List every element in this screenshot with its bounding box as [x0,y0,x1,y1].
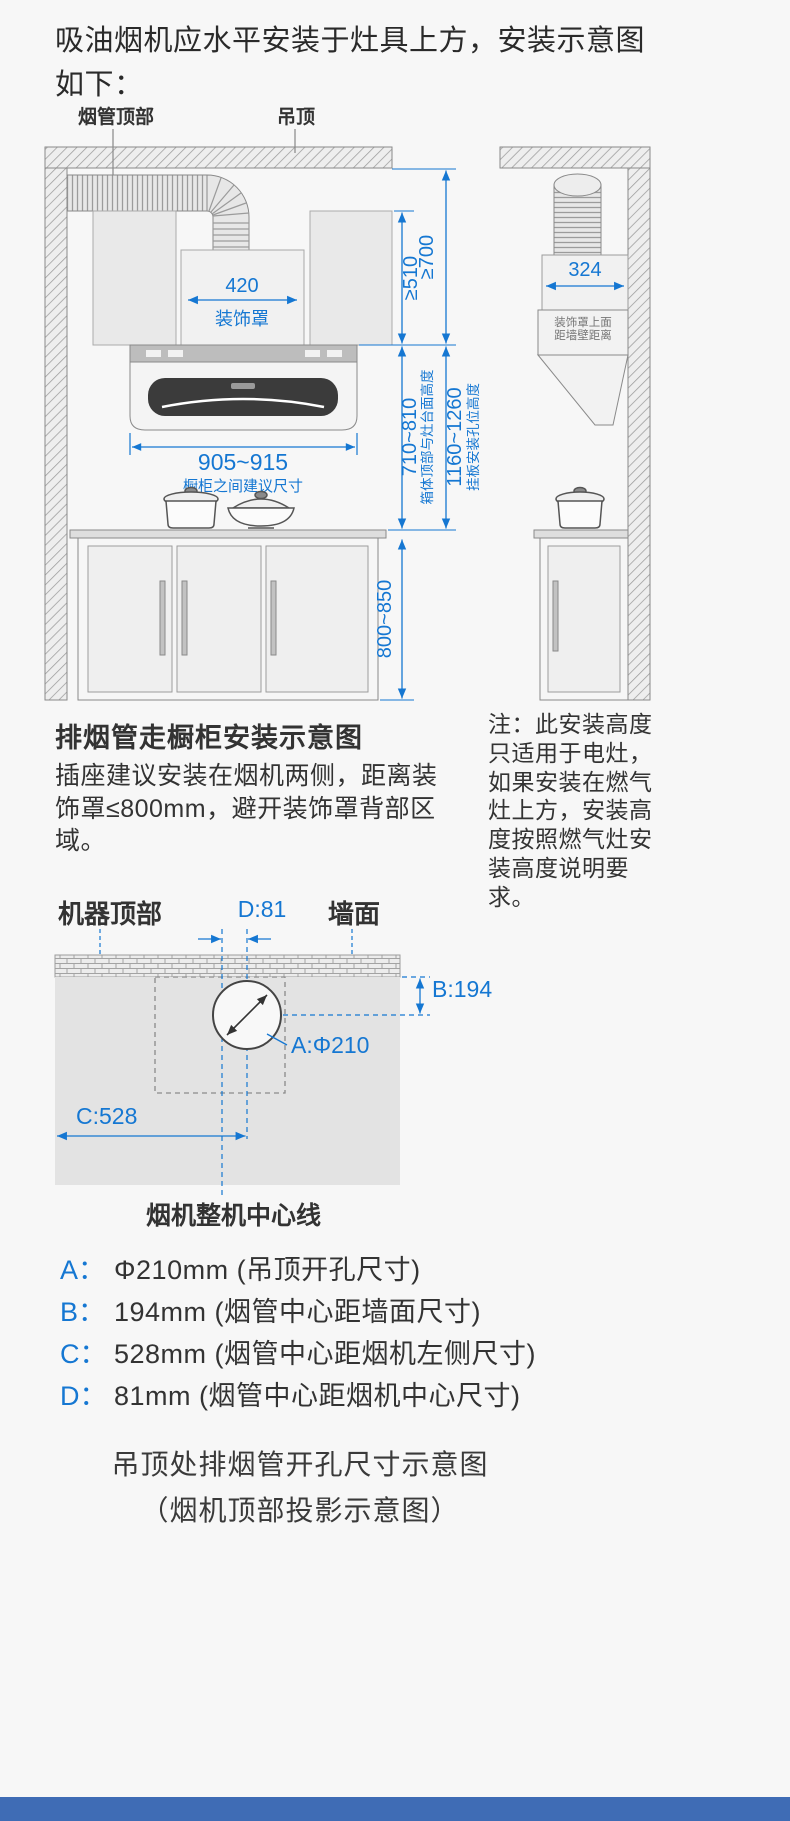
wok [227,490,295,529]
socket-note: 插座建议安装在烟机两侧，距离装饰罩≤800mm，避开装饰罩背部区域。 [55,762,438,855]
hole-diameter-arrow [226,994,268,1036]
machine-top-label: 机器顶部 [58,899,162,929]
dim-b-label: B:194 [432,976,492,1002]
pot-side [555,486,605,529]
hood-slot-latch [231,383,255,389]
ceiling-label: 吊顶 [277,106,315,128]
wall-right [627,167,651,701]
hood-slot-highlight [161,397,325,409]
deco-cover [180,249,305,346]
caption-line1: 吊顶处排烟管开孔尺寸示意图 [111,1449,489,1480]
wall-left [44,167,68,701]
duct-elbow [206,174,250,251]
cabinet-door-side [547,545,621,693]
duct-route-caption: 排烟管走橱柜安装示意图 [55,723,363,753]
side-small-label-2: 距墙壁距离 [554,328,612,342]
cabinet-handles [159,580,277,656]
front-view: 烟管顶部 吊顶 420 装饰罩 [44,105,393,701]
countertop [69,529,387,539]
dim-1160-1260-label: 挂板安装孔位高度 [465,383,481,491]
deco-cover-label: 装饰罩 [215,309,269,329]
legend-value-b: 194mm (烟管中心距墙面尺寸) [114,1297,482,1327]
legend-value-a: Φ210mm (吊顶开孔尺寸) [114,1255,421,1285]
deco-width-dim: 420 [225,275,258,297]
legend-key-b: B： [60,1297,106,1327]
duct-zone-dashed [154,976,286,1094]
hole-position-diagram: 机器顶部 墙面 D:81 A:Φ210 B:194 C:528 [54,896,492,1230]
legend-value-c: 528mm (烟管中心距烟机左侧尺寸) [114,1339,537,1369]
hood-width-dim-label: 橱柜之间建议尺寸 [183,478,303,495]
dim-710-810: 710~810 [399,398,421,476]
caption-line2: （烟机顶部投影示意图） [140,1494,460,1526]
electric-stove-note: 注：此安装高度只适用于电灶，如果安装在燃气灶上方，安装高度按照燃气灶安装高度说明… [488,711,653,910]
side-view: 324 装饰罩上面 距墙壁距离 [499,146,651,701]
dim-d-label: D:81 [238,896,287,922]
legend-item-b: B： 194mm (烟管中心距墙面尺寸) [60,1290,536,1332]
dim-c-label: C:528 [76,1103,137,1129]
legend-key-a: A： [60,1255,106,1285]
duct-opening [553,173,602,197]
dimension-legend: A： Φ210mm (吊顶开孔尺寸) B： 194mm (烟管中心距墙面尺寸) … [60,1248,536,1416]
dim-a-label: A:Φ210 [291,1032,369,1058]
hood-width-dim-lines [129,433,358,455]
duct-elbow-corrugation [208,177,250,248]
wall-label: 墙面 [328,899,380,929]
dim-800-850: 800~850 [374,580,396,658]
side-small-label-1: 装饰罩上面 [554,315,612,329]
hood-top-band [129,344,358,363]
upper-cabinet-left [92,210,177,346]
hood-side-wedge [536,354,629,426]
hood-side-box [537,309,629,356]
dim-324: 324 [568,259,601,281]
legend-item-a: A： Φ210mm (吊顶开孔尺寸) [60,1248,536,1290]
installation-diagram: 烟管顶部 吊顶 420 装饰罩 [44,105,651,701]
extension-lines [359,168,456,701]
duct-horizontal [66,174,208,212]
countertop-side [533,529,629,539]
hole-diagram-caption: 吊顶处排烟管开孔尺寸示意图 （烟机顶部投影示意图） [55,1442,545,1534]
wall-strip [54,954,401,978]
hood-slot [148,378,338,416]
dim-700: ≥700 [416,235,438,279]
ceiling-left [44,146,393,169]
ceiling-right [499,146,651,169]
legend-value-d: 81mm (烟管中心距烟机中心尺寸) [114,1381,521,1411]
dim-1160-1260: 1160~1260 [444,387,466,486]
centerline-label: 烟机整机中心线 [146,1201,321,1230]
height-dimensions: ≥510 ≥700 710~810 箱体顶部与灶台面高度 1160~1260 挂… [359,168,481,701]
legend-key-d: D： [60,1381,107,1411]
dim-a-leader [266,1033,288,1046]
upper-cabinet-right [309,210,393,346]
cabinet-doors [87,545,369,693]
hood-vents [146,350,342,357]
cabinet-handle-side [552,580,559,652]
duct-top-label: 烟管顶部 [78,105,154,128]
duct-vertical [553,184,602,256]
legend-item-d: D： 81mm (烟管中心距烟机中心尺寸) [60,1374,536,1416]
legend-item-c: C： 528mm (烟管中心距烟机左侧尺寸) [60,1332,536,1374]
footer-bar [0,1797,790,1821]
hood-width-dim: 905~915 [198,449,288,475]
pot [163,486,219,529]
dim-510: ≥510 [400,256,422,300]
intro-text: 吸油烟机应水平安装于灶具上方，安装示意图如下： [55,25,646,101]
dimension-lines [397,170,451,699]
dim-710-810-label: 箱体顶部与灶台面高度 [419,370,435,505]
legend-key-c: C： [60,1339,107,1369]
